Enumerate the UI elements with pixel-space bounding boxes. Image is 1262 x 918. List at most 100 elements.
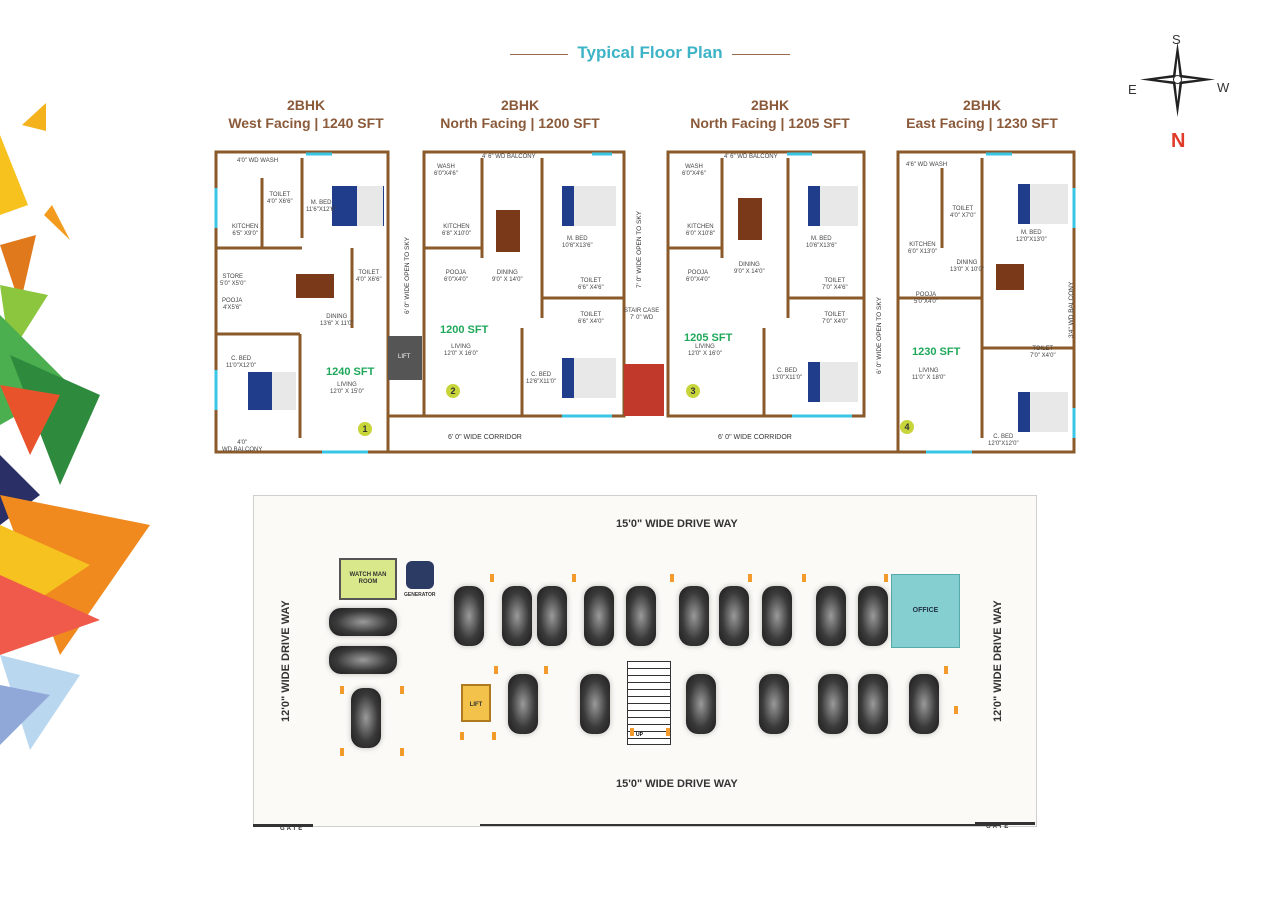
boundary-wall: [480, 824, 1000, 826]
page-title: Typical Floor Plan: [577, 43, 723, 62]
parking-bay-marker: [400, 686, 404, 694]
compass-label-n: N: [1171, 130, 1186, 152]
stair-up-label: UP: [636, 732, 643, 738]
office-room: OFFICE: [891, 574, 960, 648]
unit-heading-4: 2BHK East Facing | 1230 SFT: [882, 96, 1082, 132]
room-label-u1-store: STORE 5'0" X5'0": [220, 274, 246, 287]
compass-star-icon: [1140, 42, 1215, 117]
parked-car-icon: [329, 608, 397, 636]
area-label-1: 1240 SFT: [326, 366, 375, 378]
room-label-u1-wash: 4'0" WD WASH: [237, 158, 279, 164]
triangle: [0, 385, 60, 455]
parked-car-icon: [762, 586, 792, 646]
compass-rose: S E W N: [1125, 30, 1235, 152]
room-label-u1-pooja: POOJA 4'X5'6": [222, 298, 243, 311]
parked-car-icon: [858, 586, 888, 646]
parking-bay-marker: [460, 732, 464, 740]
room-label-u3-balcony: 4' 6" WD BALCONY: [724, 154, 778, 160]
parked-car-icon: [508, 674, 538, 734]
room-label-u1-toilet2: TOILET 4'0" X6'6": [356, 270, 382, 283]
open-sky-mid-label: 7' 0" WIDE OPEN TO SKY: [636, 211, 643, 288]
room-label-u4-cbed: C. BED 12'0"X12'0": [988, 434, 1019, 447]
parked-car-icon: [537, 586, 567, 646]
parking-bay-marker: [884, 574, 888, 582]
triangle: [10, 355, 100, 485]
unit-heading-1: 2BHK West Facing | 1240 SFT: [206, 96, 406, 132]
room-label-u3-wash: WASH 6'0"X4'6": [682, 164, 706, 177]
room-label-u1-living: LIVING 12'0" X 15'0": [330, 382, 364, 395]
compass-label-e: E: [1128, 82, 1137, 97]
triangle: [44, 205, 70, 240]
compass-label-s: S: [1172, 32, 1181, 47]
room-label-u4-dining: DINING 13'0" X 10'0": [950, 260, 984, 273]
lift-label: LIFT: [469, 702, 483, 708]
generator-label: GENERATOR: [404, 592, 436, 598]
title-rule-left: [510, 54, 568, 55]
room-label-u3-toilet: TOILET 7'0" X4'6": [822, 278, 848, 291]
triangle: [0, 685, 50, 745]
triangle: [0, 135, 28, 215]
room-label-u4-pooja: POOJA 5'0"X4'0": [914, 292, 938, 305]
parking-bay-marker: [494, 666, 498, 674]
unit-number-1: 1: [358, 422, 372, 436]
parking-bay-marker: [572, 574, 576, 582]
room-label-u3-dining: DINING 9'0" X 14'0": [734, 262, 765, 275]
unit-number-2: 2: [446, 384, 460, 398]
drive-way-top-label: 15'0" WIDE DRIVE WAY: [616, 518, 738, 530]
gate-right-bar: [975, 822, 1035, 825]
unit-facing: North Facing | 1200 SFT: [440, 115, 600, 131]
room-label-u3-pooja: POOJA 6'0"X4'0": [686, 270, 710, 283]
parking-staircase: [627, 661, 671, 745]
parking-bay-marker: [400, 748, 404, 756]
parking-bay-marker: [630, 728, 634, 736]
room-label-u4-living: LIVING 11'0" X 18'0": [912, 368, 946, 381]
unit-type: 2BHK: [286, 97, 326, 113]
floor-plan: 4'0" WD WASH TOILET 4'0" X6'6" M. BED 11…: [212, 148, 1078, 460]
corridor-left-label: 6' 0" WIDE CORRIDOR: [448, 434, 522, 441]
room-label-u2-dining: DINING 9'0" X 14'0": [492, 270, 523, 283]
parked-car-icon: [329, 646, 397, 674]
unit-heading-3: 2BHK North Facing | 1205 SFT: [670, 96, 870, 132]
area-label-4: 1230 SFT: [912, 346, 961, 358]
triangle: [22, 103, 46, 131]
room-label-u4-mbed: M. BED 12'0"X13'0": [1016, 230, 1047, 243]
room-label-u2-cbed: C. BED 12'6"X11'0": [526, 372, 557, 385]
room-label-stair: STAIR CASE 7' 0" WD: [624, 308, 660, 321]
decorative-triangles: [0, 103, 150, 750]
gate-right-label: GATE: [986, 824, 1011, 830]
unit-type: 2BHK: [962, 97, 1002, 113]
room-label-u1-mbed: M. BED 11'6"X12'6": [306, 200, 337, 213]
gate-left-bar: [253, 824, 313, 827]
parked-car-icon: [759, 674, 789, 734]
parking-bay-marker: [340, 748, 344, 756]
parked-car-icon: [626, 586, 656, 646]
room-label-u3-toilet2: TOILET 7'0" X4'0": [822, 312, 848, 325]
open-sky-right-label: 6' 0" WIDE OPEN TO SKY: [876, 297, 883, 374]
parked-car-icon: [818, 674, 848, 734]
triangle: [0, 575, 100, 655]
room-label-u4-toilet: TOILET 4'0" X7'0": [950, 206, 976, 219]
parking-bay-marker: [670, 574, 674, 582]
drive-way-bottom-label: 15'0" WIDE DRIVE WAY: [616, 778, 738, 790]
floor-plan-walls: [214, 150, 1076, 454]
parking-bay-marker: [802, 574, 806, 582]
parking-bay-marker: [748, 574, 752, 582]
room-label-u2-kitchen: KITCHEN 6'8" X10'0": [442, 224, 471, 237]
unit-facing: East Facing | 1230 SFT: [906, 115, 1058, 131]
room-label-u2-balcony: 4' 6" WD BALCONY: [482, 154, 536, 160]
parked-car-icon: [909, 674, 939, 734]
parking-bay-marker: [944, 666, 948, 674]
furniture: [248, 184, 1068, 432]
parked-car-icon: [858, 674, 888, 734]
parking-bay-marker: [340, 686, 344, 694]
area-label-3: 1205 SFT: [684, 332, 733, 344]
parking-lift: LIFT: [461, 684, 491, 722]
room-label-u1-dining: DINING 13'6" X 11'0": [320, 314, 354, 327]
room-label-u2-pooja: POOJA 6'0"X4'0": [444, 270, 468, 283]
parking-bay-marker: [490, 574, 494, 582]
room-label-u3-kitchen: KITCHEN 6'0" X10'8": [686, 224, 715, 237]
corridor-right-label: 6' 0" WIDE CORRIDOR: [718, 434, 792, 441]
parking-plan: 15'0" WIDE DRIVE WAY 15'0" WIDE DRIVE WA…: [253, 495, 1037, 827]
generator-icon: [406, 561, 434, 589]
room-label-u4-kitchen: KITCHEN 6'0" X13'0": [908, 242, 937, 255]
